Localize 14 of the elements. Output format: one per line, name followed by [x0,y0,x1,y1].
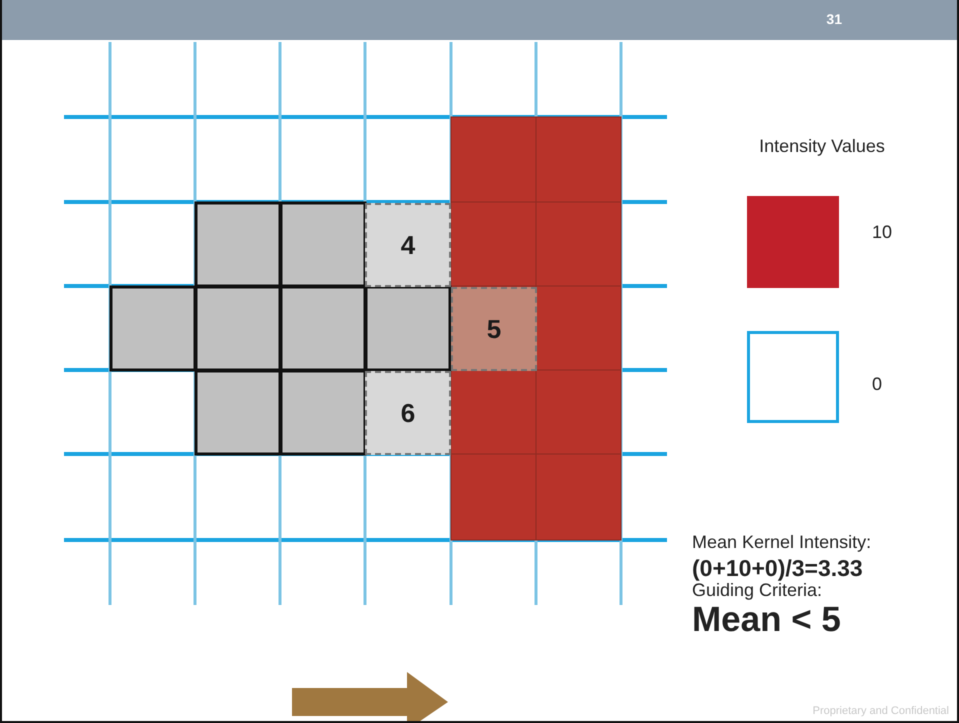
caption-text: Mean Kernel Intensity: [692,532,872,553]
page-number: 31 [826,11,842,27]
kernel-cell [451,287,537,371]
cell-value: 4 [400,230,416,260]
kernel-cell [365,203,451,287]
cell-value: 6 [400,398,416,428]
caption-text: Guiding Criteria: [692,580,822,601]
cell-value: 5 [486,314,502,344]
formula-text: Mean < 5 [692,600,841,640]
legend-text: 0 [872,374,882,395]
kernel-cell [365,371,451,455]
legend-title: Intensity Values [759,136,885,157]
formula-text: (0+10+0)/3=3.33 [692,555,863,582]
legend-text: 10 [872,222,892,243]
